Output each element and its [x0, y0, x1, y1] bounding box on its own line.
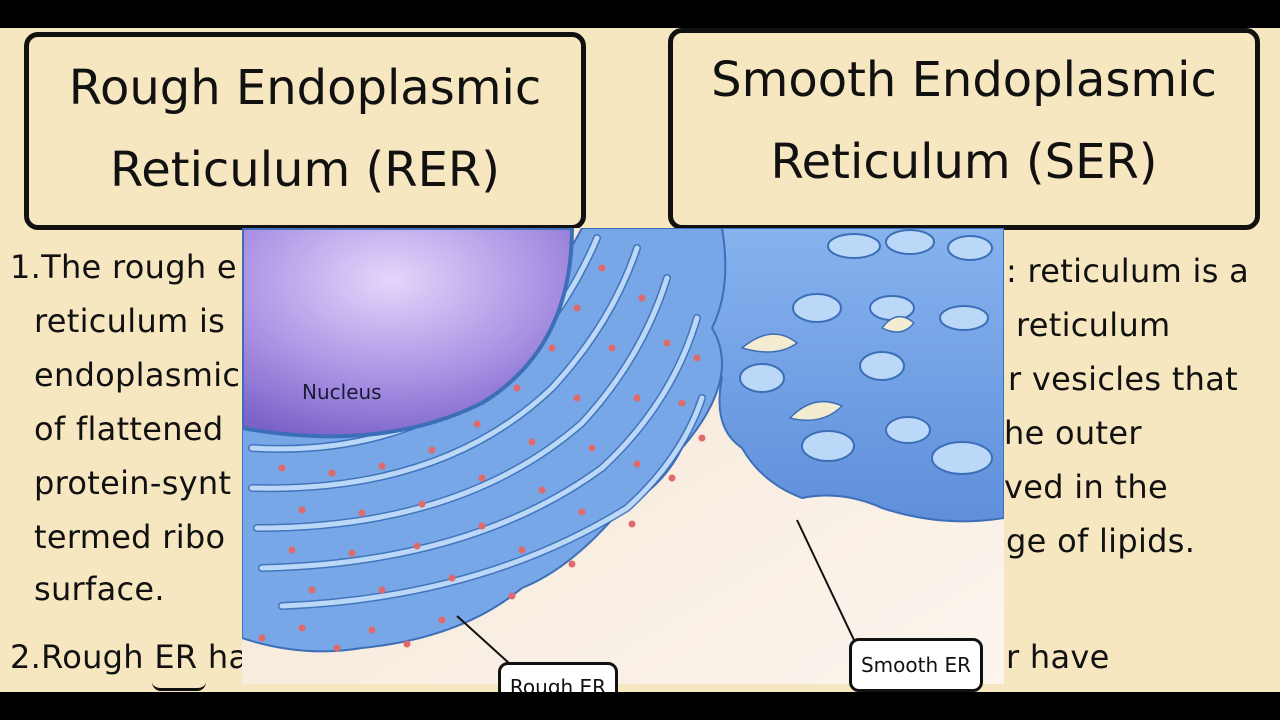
rer-text-line: 1.The rough e: [10, 248, 237, 286]
smooth-er-tubule: [931, 441, 993, 475]
rer-text-line: 2.Rough ER ha: [10, 638, 249, 676]
smooth-er-tubule: [939, 305, 989, 331]
ser-text-line: r have: [1006, 638, 1110, 676]
nucleus-label: Nucleus: [302, 380, 382, 404]
ser-title-line1: Smooth Endoplasmic: [711, 52, 1217, 108]
slide: Rough Endoplasmic Reticulum (RER) Smooth…: [0, 28, 1280, 692]
top-letterbox-bar: [0, 0, 1280, 28]
smooth-er-label: Smooth ER: [849, 638, 983, 692]
ser-text-line: : reticulum is a: [1006, 252, 1250, 290]
smooth-er-tubule: [801, 430, 855, 462]
rough-er-pointer: [456, 615, 511, 665]
er-diagram: Nucleus Rough ER Smooth ER: [242, 228, 1004, 692]
nucleus-shape: [242, 228, 575, 439]
rer-title-line1: Rough Endoplasmic: [68, 60, 542, 116]
ser-title-line2: Reticulum (SER): [770, 134, 1158, 190]
rer-text-line: endoplasmic: [34, 356, 241, 394]
rer-title-box: Rough Endoplasmic Reticulum (RER): [24, 32, 586, 230]
rer-text-line: termed ribo: [34, 518, 226, 556]
ser-text-line: ved in the: [1004, 468, 1168, 506]
rer-title-line2: Reticulum (RER): [110, 142, 500, 198]
smooth-er-tubule: [869, 295, 915, 321]
smooth-er-tubule: [947, 235, 993, 261]
er-underline-mark: [152, 682, 206, 691]
rer-text-line: surface.: [34, 570, 165, 608]
rer-text-line: reticulum is: [34, 302, 226, 340]
smooth-er-tubule: [739, 363, 785, 393]
ser-title-box: Smooth Endoplasmic Reticulum (SER): [668, 28, 1260, 230]
smooth-er-tubule: [792, 293, 842, 323]
smooth-er-tubule: [827, 233, 881, 259]
ribosomes: [258, 264, 706, 652]
ser-text-line: ge of lipids.: [1006, 522, 1196, 560]
ser-text-line: he outer: [1004, 414, 1142, 452]
smooth-er-pointer: [796, 519, 855, 641]
rer-text-line: of flattened: [34, 410, 224, 448]
rough-er-label: Rough ER: [498, 662, 618, 692]
er-diagram-svg: [242, 228, 1004, 684]
ser-text-line: r vesicles that: [1008, 360, 1239, 398]
ser-text-line: reticulum: [1016, 306, 1171, 344]
smooth-er-tubule: [859, 351, 905, 381]
smooth-er-tubule: [885, 416, 931, 444]
smooth-er-tubule: [885, 229, 935, 255]
bottom-letterbox-bar: [0, 692, 1280, 720]
rer-text-line: protein-synt: [34, 464, 232, 502]
